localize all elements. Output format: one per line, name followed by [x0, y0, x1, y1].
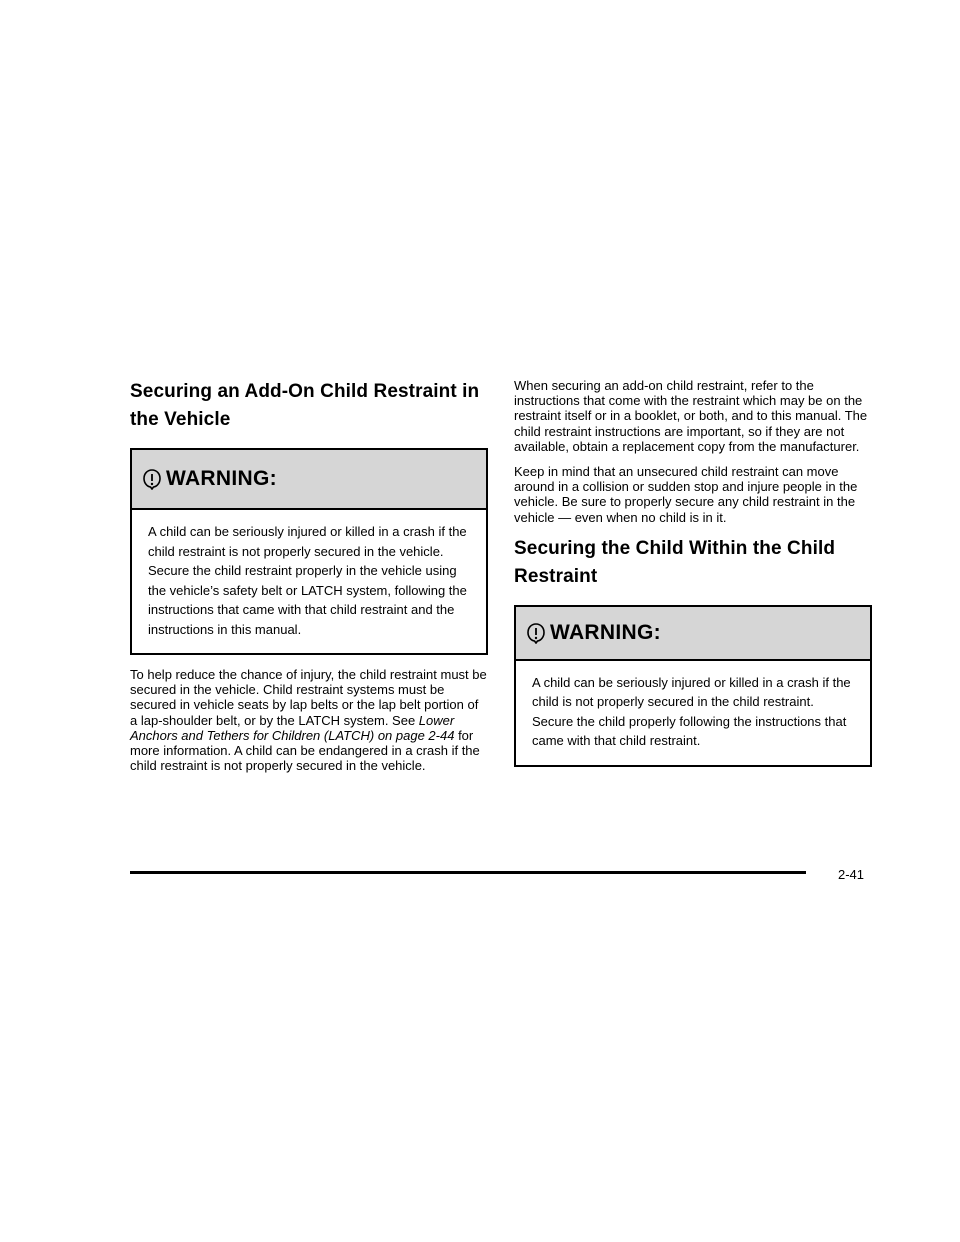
right-column: When securing an add-on child restraint,…	[514, 378, 872, 767]
warning-box-add-on-restraint: WARNING: A child can be seriously injure…	[130, 448, 488, 655]
warning-text: A child can be seriously injured or kill…	[148, 524, 467, 637]
paragraph-refer-instructions: When securing an add-on child restraint,…	[514, 378, 868, 454]
paragraph-securing-restraint: To help reduce the chance of injury, the…	[130, 667, 487, 774]
section-heading-securing-child: Securing the Child Within the Child Rest…	[514, 537, 836, 587]
cross-reference-latch-link[interactable]: Lower Anchors and Tethers for Children (…	[130, 712, 455, 743]
warning-box-securing-child: WARNING: A child can be seriously injure…	[514, 604, 872, 767]
page-number: 2-41	[838, 867, 865, 882]
warning-title: WARNING:	[550, 620, 661, 644]
warning-header: WARNING:	[132, 450, 486, 510]
warning-icon	[142, 468, 162, 491]
warning-text: A child can be seriously injured or kill…	[532, 674, 851, 749]
warning-header: WARNING:	[516, 606, 870, 661]
left-column: Securing an Add-On Child Restraint in th…	[130, 378, 488, 773]
paragraph-unsecured-restraint: Keep in mind that an unsecured child res…	[514, 464, 858, 525]
footer-rule	[130, 871, 806, 874]
section-heading-add-on-restraint: Securing an Add-On Child Restraint in th…	[130, 381, 480, 430]
warning-icon	[526, 622, 546, 645]
warning-title: WARNING:	[166, 467, 277, 490]
